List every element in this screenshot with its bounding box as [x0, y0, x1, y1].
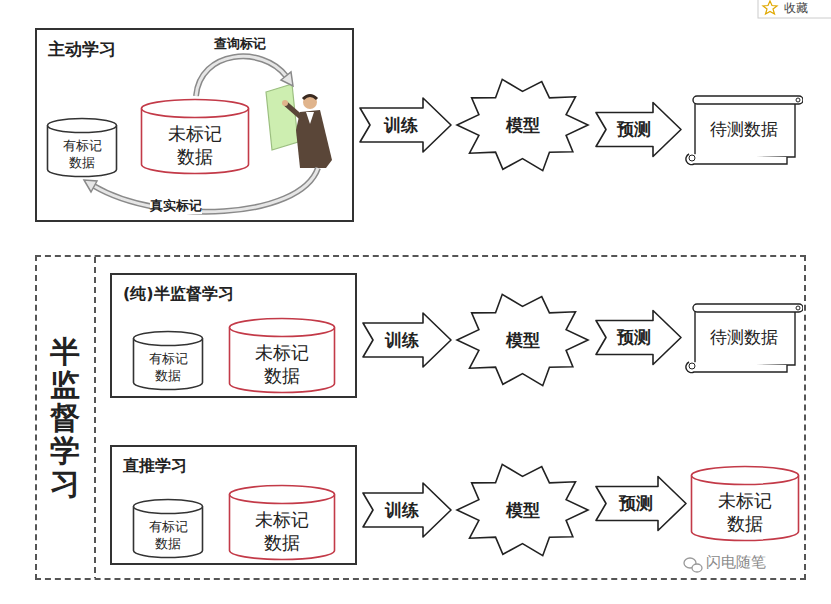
scroll-label: 待测数据 — [710, 118, 778, 141]
scroll-sheet — [695, 310, 795, 365]
block-arrow — [596, 103, 681, 157]
scroll-roll — [686, 154, 787, 165]
edge-label: 训练 — [385, 330, 419, 350]
cylinder-label: 未标记数据 — [253, 509, 311, 554]
text-label: 收藏 — [784, 1, 808, 15]
block-arrow — [596, 311, 681, 365]
text-label: 查询标记 — [214, 36, 266, 52]
edge-label-holder: 训练 — [385, 330, 419, 350]
scroll-curl — [689, 363, 695, 369]
edge-label-holder: 预测 — [617, 119, 651, 139]
truth-arrowhead — [84, 180, 97, 192]
query-arrow-inner — [196, 56, 286, 96]
data-scroll: 待测数据 — [685, 92, 803, 167]
block-arrow — [363, 483, 451, 537]
star-icon — [763, 1, 777, 14]
scroll-roll — [693, 304, 803, 312]
box-heading: 主动学习 — [48, 39, 341, 59]
cylinder-label: 未标记数据 — [253, 342, 311, 387]
data-cylinder: 未标记数据 — [228, 317, 336, 394]
group-box: 有标记数据 未标记数据 主动学习 — [35, 28, 354, 222]
scroll-roll — [693, 96, 803, 104]
edge-label: 训练 — [384, 115, 418, 135]
block-arrow — [596, 477, 686, 531]
query-arrow — [196, 56, 286, 96]
model-label: 模型 — [506, 499, 540, 522]
model-starburst: 模型 — [455, 75, 590, 175]
cylinder-top — [134, 332, 203, 346]
scroll-sheet — [695, 102, 795, 157]
edge-label: 训练 — [385, 500, 419, 520]
block-arrow — [363, 313, 451, 367]
cylinder-label: 有标记数据 — [61, 138, 103, 171]
person-shirt — [306, 112, 314, 124]
block-arrow — [360, 98, 451, 152]
edge-label-holder: 预测 — [619, 493, 653, 513]
person-hand — [282, 100, 288, 106]
cylinder-top — [134, 500, 203, 514]
model-label: 模型 — [506, 329, 540, 352]
cylinder-top — [142, 100, 249, 118]
scroll-curl — [689, 155, 695, 161]
presentation-board — [266, 84, 298, 150]
scroll-label: 待测数据 — [710, 326, 778, 349]
cylinder-label: 有标记数据 — [147, 351, 189, 384]
data-cylinder: 有标记数据 — [46, 117, 118, 178]
model-starburst: 模型 — [455, 460, 590, 560]
model-label: 模型 — [506, 114, 540, 137]
edge-label-holder: 训练 — [384, 115, 418, 135]
person-arm — [286, 104, 302, 118]
vertical-heading: 半监督学习 — [50, 335, 80, 500]
text-label: 闪电随笔 — [706, 553, 766, 571]
data-cylinder: 未标记数据 — [690, 465, 800, 542]
wechat-icon — [692, 564, 702, 572]
cylinder-top — [230, 319, 335, 337]
cylinder-label: 未标记数据 — [716, 490, 774, 535]
label-holder: 真实标记 — [150, 198, 202, 214]
data-cylinder: 有标记数据 — [132, 330, 204, 391]
label-holder: 查询标记 — [214, 36, 266, 52]
box-heading: (纯)半监督学习 — [123, 284, 344, 303]
group-box: 有标记数据 未标记数据 (纯)半监督学习 — [110, 273, 357, 398]
bookmark-button — [758, 0, 831, 18]
data-cylinder: 有标记数据 — [132, 498, 204, 559]
edge-label-holder: 预测 — [617, 327, 651, 347]
edge-label: 预测 — [619, 493, 653, 513]
scroll-curl — [796, 98, 800, 102]
scroll-curl — [796, 306, 800, 310]
truth-arrow-inner — [94, 168, 318, 212]
edge-label: 预测 — [617, 327, 651, 347]
data-cylinder: 未标记数据 — [140, 98, 250, 175]
box-heading: 直推学习 — [123, 456, 344, 475]
truth-arrow — [94, 168, 318, 212]
person-head — [303, 95, 317, 109]
edge-label-holder: 训练 — [385, 500, 419, 520]
starburst-outline — [457, 79, 588, 170]
column-separator — [94, 257, 96, 578]
data-cylinder: 未标记数据 — [228, 484, 336, 561]
group-box: 有标记数据 未标记数据 直推学习 — [110, 445, 357, 565]
starburst-outline — [457, 294, 588, 385]
starburst-outline — [457, 464, 588, 555]
label-holder: 收藏 — [784, 1, 808, 15]
text-label: 真实标记 — [150, 198, 202, 214]
label-holder: 闪电随笔 — [706, 553, 766, 571]
cylinder-top — [48, 119, 117, 133]
query-arrowhead — [281, 72, 293, 86]
model-starburst: 模型 — [455, 290, 590, 390]
scroll-roll — [686, 362, 787, 373]
cylinder-top — [230, 486, 335, 504]
edge-label: 预测 — [617, 119, 651, 139]
cylinder-label: 有标记数据 — [147, 519, 189, 552]
data-scroll: 待测数据 — [685, 300, 803, 375]
cylinder-top — [692, 467, 799, 485]
person-hair — [303, 96, 317, 100]
dashed-group: 有标记数据未标记数据(纯)半监督学习模型待测数据有标记数据未标记数据直推学习模型… — [35, 255, 806, 580]
cylinder-label: 未标记数据 — [166, 123, 224, 168]
